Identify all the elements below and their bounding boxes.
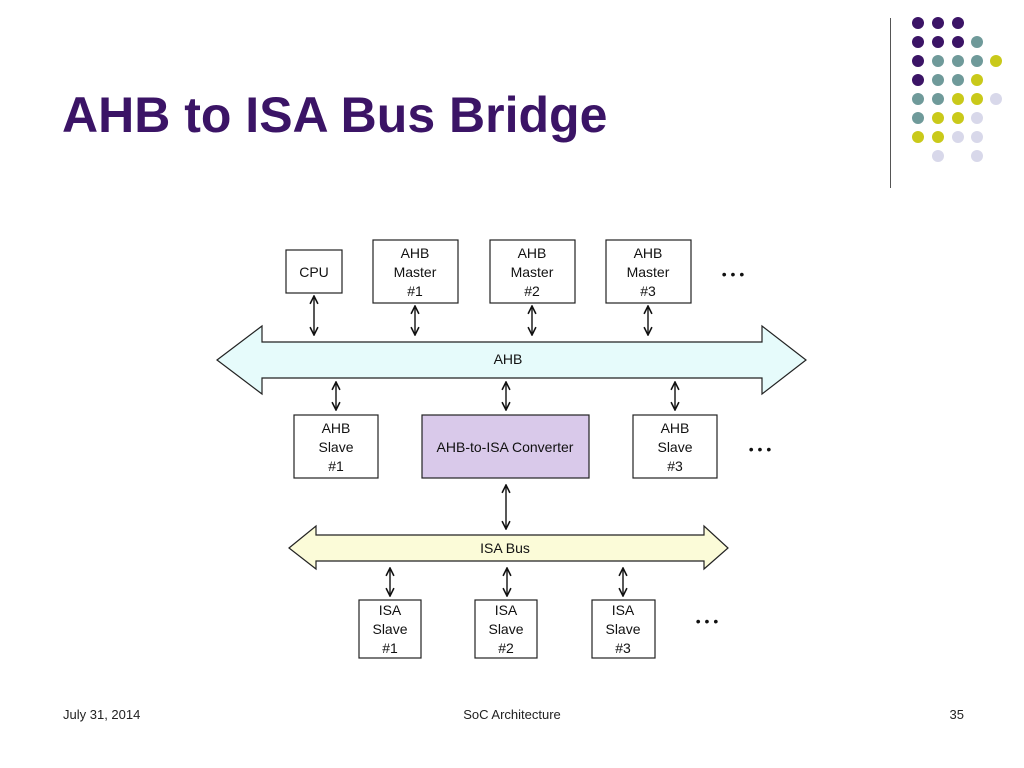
ahb-bus: AHB [216,324,807,396]
ahb-master-3-box: AHB Master #3 [605,239,692,304]
ahb-master-1-box: AHB Master #1 [372,239,459,304]
svg-text:#1: #1 [407,283,423,299]
svg-text:AHB: AHB [322,420,351,436]
footer-date: July 31, 2014 [63,707,141,722]
svg-text:AHB: AHB [518,245,547,261]
svg-text:#3: #3 [615,640,631,656]
svg-text:Master: Master [394,264,437,280]
svg-text:#1: #1 [328,458,344,474]
ahb-to-isa-converter-box: AHB-to-ISA Converter [421,414,590,479]
ahb-slaves-ellipsis: • • • [749,441,772,457]
svg-text:AHB: AHB [661,420,690,436]
isa-slave-2-box: ISA Slave #2 [474,599,538,659]
isa-slave-arrows [390,569,623,595]
cpu-label: CPU [299,264,329,280]
svg-text:Slave: Slave [488,621,523,637]
svg-text:#2: #2 [524,283,540,299]
svg-text:#2: #2 [498,640,514,656]
ahb-slave-1-box: AHB Slave #1 [293,414,379,479]
isa-bus-label: ISA Bus [480,540,530,556]
svg-text:Master: Master [627,264,670,280]
cpu-box: CPU [285,249,343,294]
svg-text:AHB: AHB [401,245,430,261]
masters-ellipsis: • • • [722,266,745,282]
svg-text:#1: #1 [382,640,398,656]
ahb-master-2-box: AHB Master #2 [489,239,576,304]
svg-text:ISA: ISA [495,602,518,618]
svg-text:#3: #3 [640,283,656,299]
svg-text:Master: Master [511,264,554,280]
svg-text:AHB: AHB [634,245,663,261]
svg-text:Slave: Slave [657,439,692,455]
ahb-slave-arrows [336,383,675,409]
ahb-slave-3-box: AHB Slave #3 [632,414,718,479]
svg-text:ISA: ISA [379,602,402,618]
isa-slaves-ellipsis: • • • [696,613,719,629]
svg-text:Slave: Slave [605,621,640,637]
svg-text:ISA: ISA [612,602,635,618]
footer-title: SoC Architecture [463,707,561,722]
ahb-bus-label: AHB [494,351,523,367]
master-bus-arrows [314,297,648,334]
svg-text:Slave: Slave [318,439,353,455]
footer-page-number: 35 [949,707,964,722]
svg-text:Slave: Slave [372,621,407,637]
isa-bus: ISA Bus [288,524,729,571]
converter-label: AHB-to-ISA Converter [437,439,574,455]
isa-slave-3-box: ISA Slave #3 [591,599,656,659]
slide-title: AHB to ISA Bus Bridge [62,87,608,143]
title-divider-line [890,18,891,188]
isa-slave-1-box: ISA Slave #1 [358,599,422,659]
svg-text:#3: #3 [667,458,683,474]
